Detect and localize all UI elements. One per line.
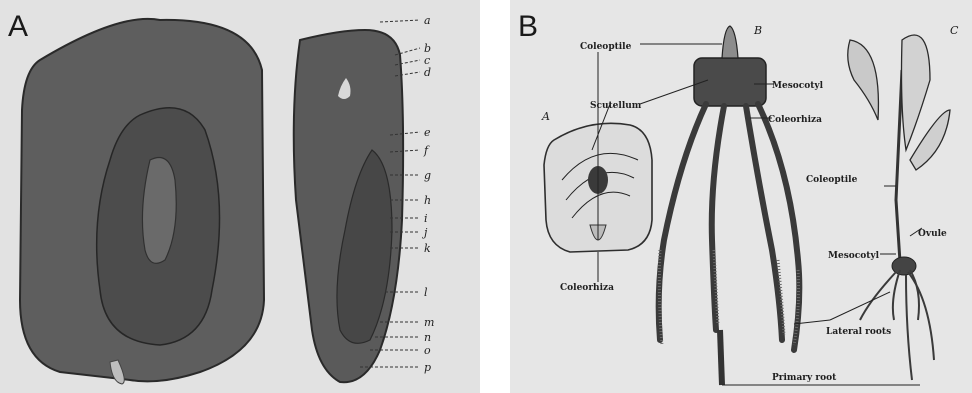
germ-seed-body bbox=[694, 58, 766, 106]
letter-i: i bbox=[424, 212, 428, 225]
germ-primary-root-stub bbox=[720, 330, 722, 385]
letter-k: k bbox=[424, 242, 431, 255]
germ-coleoptile bbox=[722, 26, 738, 58]
letter-labels: a b c d e f g h i j k l m n o p bbox=[421, 14, 434, 374]
letter-g: g bbox=[424, 169, 431, 182]
label-coleorhiza-top: Coleorhiza bbox=[768, 115, 822, 125]
seedling-stem bbox=[896, 70, 902, 262]
letter-m: m bbox=[424, 316, 434, 329]
letter-l: l bbox=[424, 286, 428, 299]
seedling-leaf-2 bbox=[848, 40, 879, 120]
label-scutellum: Scutellum bbox=[590, 101, 642, 111]
label-coleoptile-top: Coleoptile bbox=[580, 42, 632, 52]
letter-o: o bbox=[424, 344, 431, 357]
panel-b: B A B C bbox=[510, 0, 972, 393]
letter-j: j bbox=[421, 226, 428, 239]
panel-a: A a b bbox=[0, 0, 480, 393]
letter-f: f bbox=[423, 144, 430, 157]
seedling-leaf-1 bbox=[902, 35, 931, 150]
label-coleorhiza-bottom: Coleorhiza bbox=[560, 283, 614, 293]
label-mesocotyl-c: Mesocotyl bbox=[828, 251, 880, 261]
letter-n: n bbox=[424, 331, 431, 344]
letter-e: e bbox=[424, 126, 431, 139]
label-lateral-roots: Lateral roots bbox=[826, 327, 891, 337]
panel-b-label: B bbox=[518, 10, 538, 43]
sub-label-c: C bbox=[950, 24, 959, 37]
panel-a-label: A bbox=[8, 10, 28, 43]
label-mesocotyl-top: Mesocotyl bbox=[772, 81, 824, 91]
label-primary-root: Primary root bbox=[772, 373, 837, 383]
germ-roots bbox=[659, 104, 800, 350]
seedling-roots bbox=[860, 270, 934, 380]
letter-a: a bbox=[424, 14, 431, 27]
sub-label-a: A bbox=[541, 110, 550, 123]
label-coleoptile-c: Coleoptile bbox=[806, 175, 858, 185]
panel-b-drawing: B A B C bbox=[510, 0, 972, 393]
panel-a-drawing: A a b bbox=[0, 0, 480, 393]
letter-p: p bbox=[424, 361, 431, 374]
letter-d: d bbox=[424, 66, 431, 79]
sub-label-b: B bbox=[753, 24, 762, 37]
label-ovule: Ovule bbox=[918, 229, 947, 239]
letter-h: h bbox=[424, 194, 431, 207]
